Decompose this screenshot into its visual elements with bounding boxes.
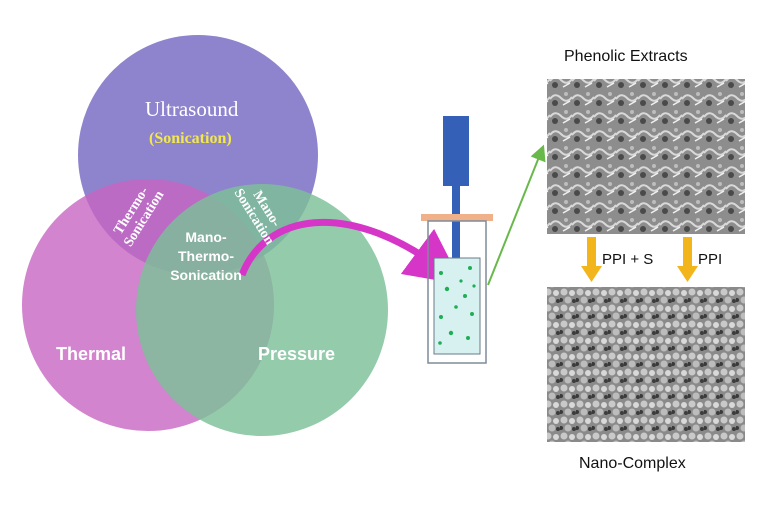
curved-arrow bbox=[238, 218, 463, 285]
center-label: Mano- Thermo- Sonication bbox=[170, 229, 242, 283]
ppi-label: PPI bbox=[698, 251, 723, 268]
nano-complex-micrograph bbox=[547, 287, 745, 442]
down-arrow-left bbox=[581, 237, 602, 282]
phenolic-extracts-title: Phenolic Extracts bbox=[564, 48, 688, 65]
phenolic-extracts-micrograph bbox=[547, 79, 745, 234]
down-arrow-right bbox=[677, 237, 698, 282]
vessel bbox=[427, 220, 487, 364]
pressure-label: Pressure bbox=[258, 344, 336, 364]
pressure-circle bbox=[136, 184, 388, 436]
ppi-s-label: PPI + S bbox=[602, 251, 654, 268]
green-arrow bbox=[487, 144, 546, 286]
nano-complex-title: Nano-Complex bbox=[579, 455, 686, 472]
ultrasound-label: Ultrasound bbox=[145, 97, 239, 121]
transducer-head bbox=[443, 116, 469, 186]
vessel-collar bbox=[421, 214, 493, 221]
probe-rod bbox=[452, 186, 460, 278]
sonication-label: (Sonication) bbox=[149, 130, 232, 147]
particles bbox=[438, 266, 476, 345]
thermal-label: Thermal bbox=[56, 344, 127, 364]
